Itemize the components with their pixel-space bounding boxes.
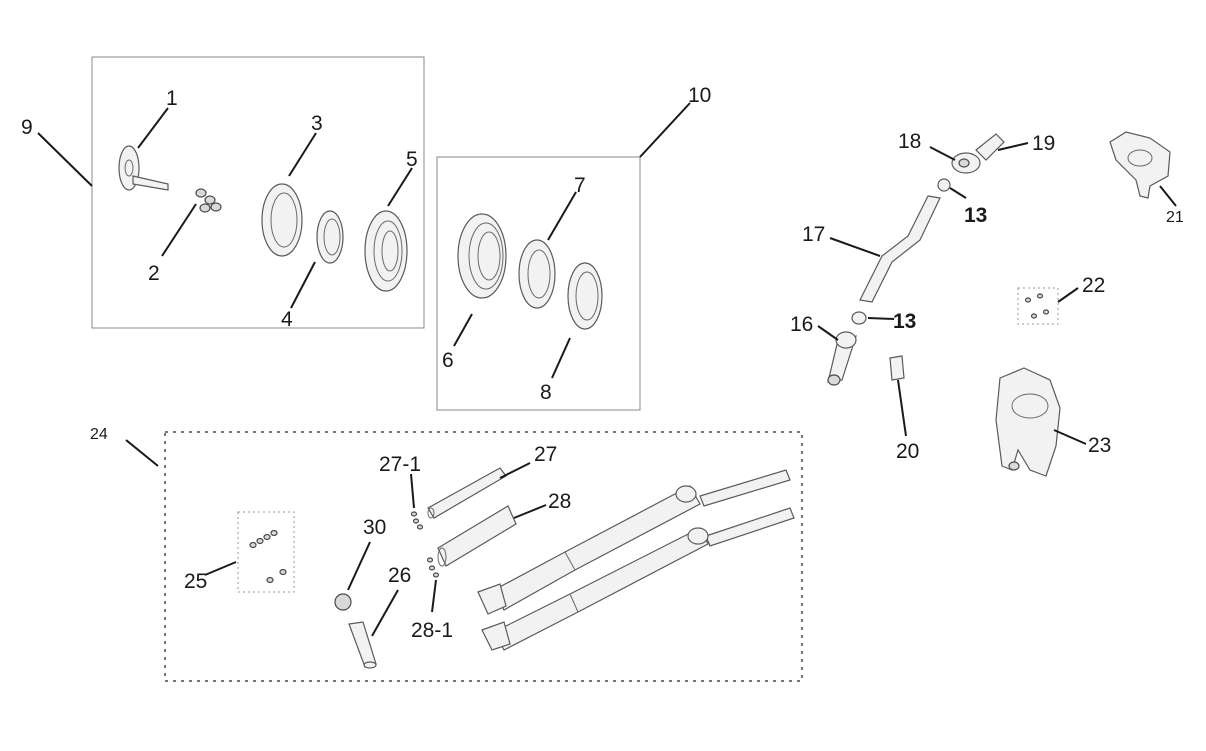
- part-3-bearing-race: [261, 183, 303, 257]
- callout-7: 7: [574, 174, 586, 197]
- part-7-bearing: [518, 239, 556, 309]
- callout-17: 17: [802, 223, 825, 246]
- part-28-1-screws: [426, 557, 440, 578]
- part-20-spacer: [889, 355, 905, 381]
- callout-24: 24: [90, 426, 108, 443]
- part-6-dust-seal: [457, 213, 507, 299]
- callout-6: 6: [442, 349, 454, 372]
- group-box-9: [91, 56, 425, 329]
- callout-25: 25: [184, 570, 207, 593]
- fork-leg-upper: [477, 469, 791, 615]
- part-22-screws: [1024, 293, 1050, 319]
- part-23-triple-clamp: [995, 367, 1061, 477]
- part-26-axle: [348, 621, 377, 669]
- part-28-slider: [437, 505, 517, 567]
- callout-28-1: 28-1: [411, 619, 453, 642]
- part-21-bracket: [1109, 131, 1171, 199]
- callout-28: 28: [548, 490, 571, 513]
- part-27-tube: [427, 467, 507, 519]
- group-box-24: [164, 431, 803, 682]
- callout-18: 18: [898, 130, 921, 153]
- callout-26: 26: [388, 564, 411, 587]
- callout-22: 22: [1082, 274, 1105, 297]
- group-box-10: [436, 156, 641, 411]
- callout-1: 1: [166, 87, 178, 110]
- callout-13-upper: 13: [964, 204, 987, 227]
- part-4-bearing: [316, 210, 344, 264]
- callout-19: 19: [1032, 132, 1055, 155]
- part-2-clips: [195, 188, 222, 213]
- callout-8: 8: [540, 381, 552, 404]
- part-1-cap-bolt: [118, 145, 169, 191]
- part-30-nut: [334, 593, 352, 611]
- callout-2: 2: [148, 262, 160, 285]
- part-17-handlebar: [859, 195, 941, 303]
- callout-30: 30: [363, 516, 386, 539]
- part-25-screws: [249, 529, 287, 584]
- part-13-lower-collar: [851, 311, 867, 325]
- part-8-race: [567, 262, 603, 330]
- callout-21: 21: [1166, 209, 1184, 226]
- group-box-22: [1017, 287, 1059, 325]
- callout-9: 9: [21, 116, 33, 139]
- part-18-throttle-housing: [951, 152, 981, 174]
- part-27-1-screws: [410, 511, 424, 530]
- callout-4: 4: [281, 308, 293, 331]
- callout-10: 10: [688, 84, 711, 107]
- callout-3: 3: [311, 112, 323, 135]
- part-13-upper-collar: [937, 178, 951, 192]
- callout-16: 16: [790, 313, 813, 336]
- callout-13-lower: 13: [893, 310, 916, 333]
- leader-lines: [37, 102, 1177, 637]
- callout-5: 5: [406, 148, 418, 171]
- group-box-25: [237, 511, 295, 593]
- fork-leg-lower: [481, 507, 795, 651]
- part-5-seal: [364, 210, 408, 292]
- part-16-left-grip: [827, 331, 857, 386]
- callout-23: 23: [1088, 434, 1111, 457]
- part-19-grip: [975, 133, 1005, 161]
- callout-27-1: 27-1: [379, 453, 421, 476]
- callout-27: 27: [534, 443, 557, 466]
- callout-20: 20: [896, 440, 919, 463]
